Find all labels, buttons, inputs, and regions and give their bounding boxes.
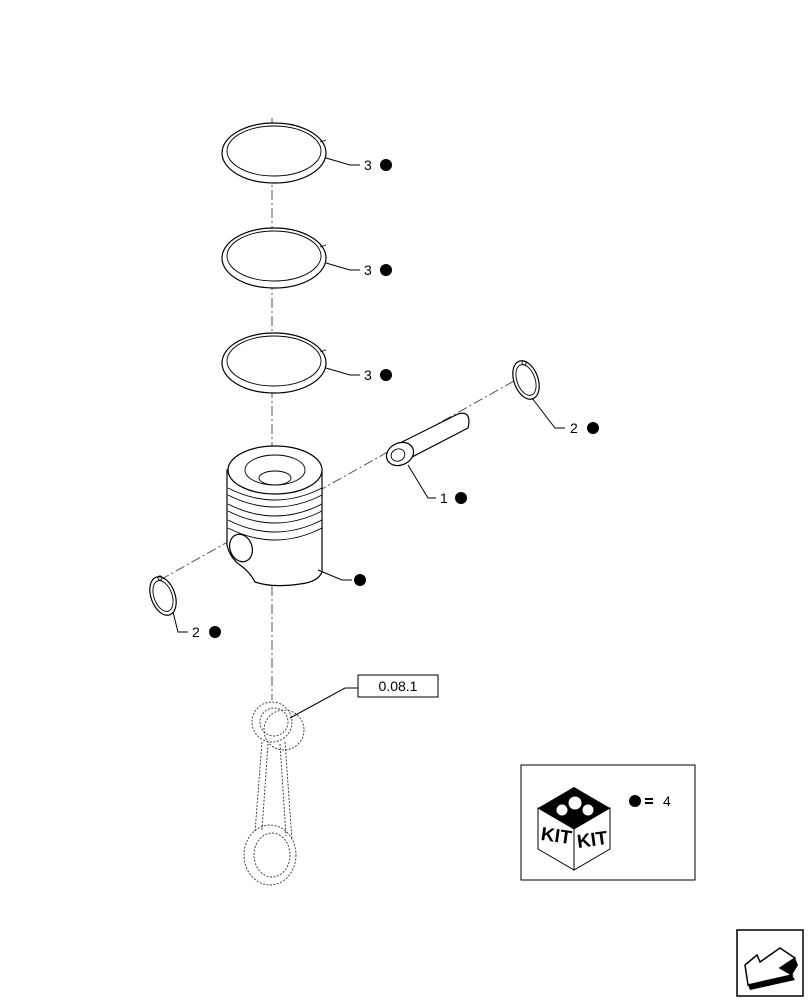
return-arrow-icon[interactable] bbox=[736, 929, 804, 997]
kit-marker-dot bbox=[455, 492, 467, 504]
circlip-right[interactable] bbox=[508, 357, 544, 403]
callout-ring-1-number: 3 bbox=[364, 157, 372, 173]
piston-ring-top[interactable] bbox=[221, 122, 327, 184]
kit-legend: KIT KIT 4 bbox=[520, 764, 696, 881]
piston-ring-bottom[interactable] bbox=[221, 332, 327, 394]
leader-lines bbox=[172, 157, 565, 719]
svg-text:KIT: KIT bbox=[540, 824, 574, 849]
piston-pin[interactable] bbox=[383, 412, 470, 470]
connecting-rod-phantom[interactable] bbox=[243, 701, 305, 886]
reference-box[interactable]: 0.08.1 bbox=[357, 674, 439, 698]
kit-marker-dot bbox=[354, 574, 366, 586]
pin-axis bbox=[159, 371, 531, 581]
piston[interactable] bbox=[226, 445, 323, 587]
reference-label: 0.08.1 bbox=[379, 678, 418, 694]
circlip-left[interactable] bbox=[145, 573, 181, 619]
kit-marker-dot bbox=[380, 369, 392, 381]
kit-marker-dot bbox=[587, 422, 599, 434]
kit-marker-dot bbox=[380, 159, 392, 171]
callout-pin-number: 1 bbox=[440, 490, 448, 506]
piston-ring-middle[interactable] bbox=[221, 227, 327, 289]
kit-marker-dot bbox=[629, 795, 641, 807]
callout-circlip-right-number: 2 bbox=[570, 420, 578, 436]
kit-number: 4 bbox=[663, 793, 671, 809]
kit-marker-dot bbox=[209, 626, 221, 638]
callout-circlip-left-number: 2 bbox=[192, 624, 200, 640]
callout-ring-3-number: 3 bbox=[364, 367, 372, 383]
callout-ring-2-number: 3 bbox=[364, 262, 372, 278]
svg-text:KIT: KIT bbox=[576, 828, 610, 853]
kit-box-icon: KIT KIT bbox=[537, 787, 611, 871]
kit-marker-dot bbox=[380, 264, 392, 276]
